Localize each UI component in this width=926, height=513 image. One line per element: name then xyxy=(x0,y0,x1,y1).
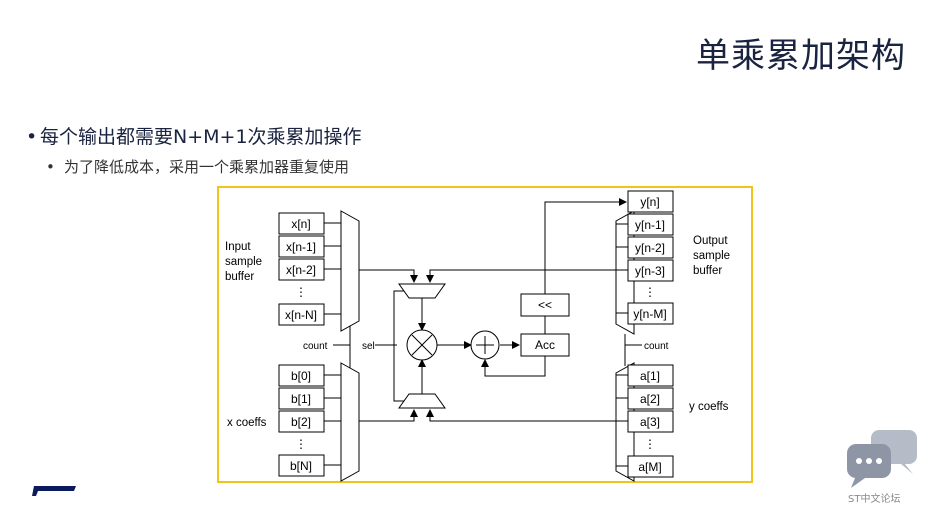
output-buffer-cell: y[n] xyxy=(640,195,659,209)
input-buffer-ellipsis: ⋮ xyxy=(295,285,307,299)
bullet-level2-text: 为了降低成本，采用一个乘累加器重复使用 xyxy=(64,158,350,176)
input-buffer-cell: x[n-1] xyxy=(286,240,316,254)
datapath-wires xyxy=(359,198,627,422)
y-coeff-cell: a[2] xyxy=(640,392,660,406)
y-coeff-cell: a[M] xyxy=(638,460,661,474)
output-sample-buffer xyxy=(627,190,674,325)
y-coeffs-buffer xyxy=(627,364,674,478)
input-buffer-cell: x[n] xyxy=(291,217,310,231)
output-buffer-ellipsis: ⋮ xyxy=(644,285,656,299)
output-buffer-cell: y[n-3] xyxy=(635,264,665,278)
bullet-level2: •为了降低成本，采用一个乘累加器重复使用 xyxy=(46,158,350,176)
bottom-select-mux xyxy=(398,393,446,409)
shift-label: << xyxy=(538,298,552,312)
right-cell-stubs xyxy=(616,223,628,467)
accumulator-label: Acc xyxy=(535,338,555,352)
x-coeff-cell: b[N] xyxy=(290,459,312,473)
x-coeff-mux xyxy=(340,362,360,482)
y-coeffs-label: y coeffs xyxy=(689,401,729,413)
bullet-level1: •每个输出都需要N+M+1次乘累加操作 xyxy=(26,126,362,148)
output-buffer-label: buffer xyxy=(693,265,722,277)
accumulator xyxy=(520,333,570,357)
input-buffer-label: Input xyxy=(225,241,251,253)
output-buffer-cell: y[n-2] xyxy=(635,241,665,255)
output-buffer-label: Output xyxy=(693,235,728,247)
x-coeff-ellipsis: ⋮ xyxy=(295,437,307,451)
left-cell-stubs xyxy=(324,222,341,466)
x-coeff-cell: b[0] xyxy=(291,369,311,383)
chat-bubble-icon xyxy=(847,430,917,488)
y-coeff-cell: a[3] xyxy=(640,415,660,429)
y-coeff-ellipsis: ⋮ xyxy=(644,437,656,451)
count-label-right: count xyxy=(644,341,669,352)
output-buffer-cell: y[n-M] xyxy=(633,307,666,321)
input-buffer-cell: x[n-N] xyxy=(285,308,317,322)
input-buffer-cell: x[n-2] xyxy=(286,263,316,277)
x-coeff-cell: b[1] xyxy=(291,392,311,406)
input-buffer-label: sample xyxy=(225,256,262,268)
input-mux xyxy=(340,210,360,332)
input-buffer-label: buffer xyxy=(225,271,254,283)
watermark-text: ST中文论坛 xyxy=(848,494,901,505)
x-coeffs-label: x coeffs xyxy=(227,417,267,429)
st-logo xyxy=(32,486,76,496)
slide-title: 单乘累加架构 xyxy=(696,36,906,76)
mac-architecture-diagram: x[n] x[n-1] x[n-2] ⋮ x[n-N] Input sample… xyxy=(217,186,753,483)
sel-label: sel xyxy=(362,341,375,352)
top-select-mux xyxy=(398,283,446,299)
bullet-level1-text: 每个输出都需要N+M+1次乘累加操作 xyxy=(40,126,362,148)
output-buffer-cell: y[n-1] xyxy=(635,218,665,232)
output-buffer-label: sample xyxy=(693,250,730,262)
y-coeff-cell: a[1] xyxy=(640,369,660,383)
shift-block xyxy=(520,293,570,317)
x-coeff-cell: b[2] xyxy=(291,415,311,429)
count-label-left: count xyxy=(303,341,328,352)
